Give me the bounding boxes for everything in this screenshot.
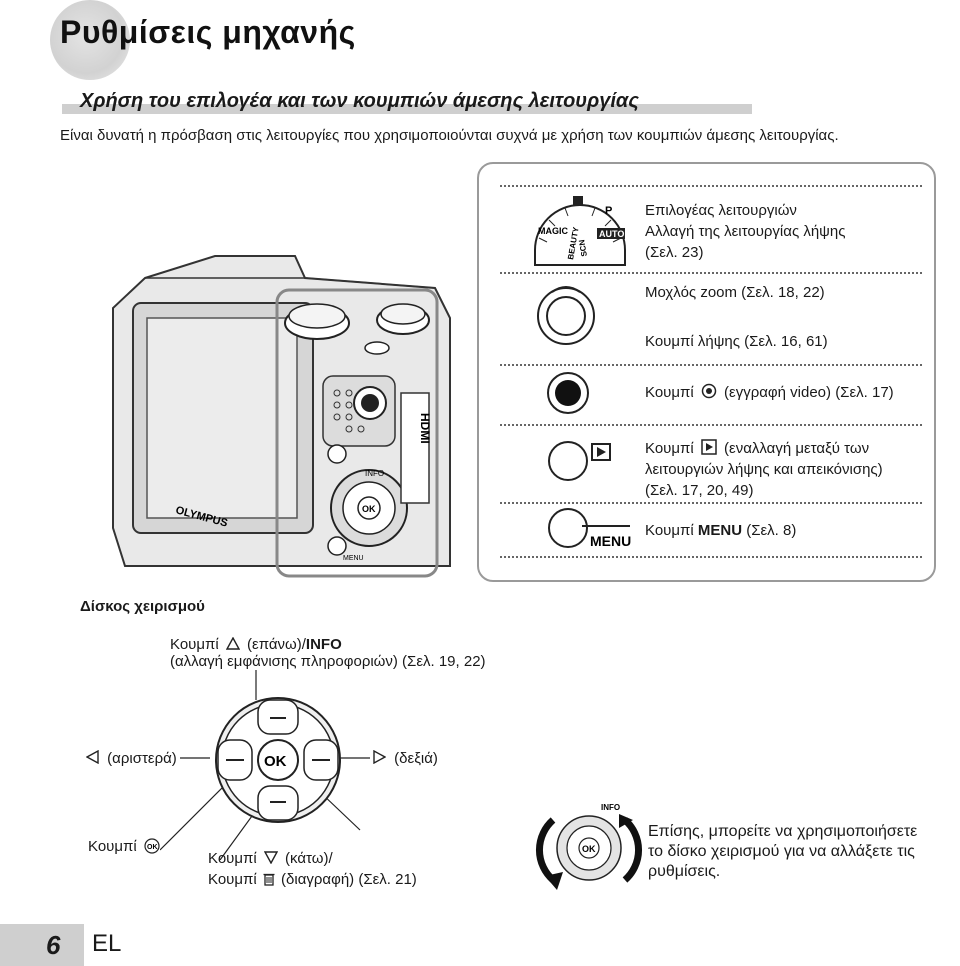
playback-button-illustration bbox=[548, 441, 611, 481]
video-button-illustration bbox=[547, 372, 589, 414]
menu-word: MENU bbox=[697, 522, 743, 539]
rotate-line-2: το δίσκο χειρισμού για να αλλάξετε τις bbox=[648, 843, 915, 860]
up-line-2: (αλλαγή εμφάνισης πληροφοριών) (Σελ. 19,… bbox=[170, 653, 486, 670]
down-suffix: (κάτω)/ bbox=[285, 850, 333, 867]
video-button-description: Κουμπί (εγγραφή video) (Σελ. 17) bbox=[645, 382, 894, 403]
up-triangle-icon bbox=[225, 636, 241, 650]
control-dial-illustration: OK bbox=[160, 670, 370, 860]
ok-icon: OK bbox=[144, 838, 160, 854]
page-language: EL bbox=[92, 930, 122, 957]
play-prefix: Κουμπί bbox=[645, 440, 694, 457]
down-prefix: Κουμπί bbox=[208, 850, 257, 867]
mode-dial-line-1: Επιλογέας λειτουργιών bbox=[645, 202, 797, 219]
trash-suffix: (διαγραφή) (Σελ. 21) bbox=[281, 871, 417, 888]
dial-p-label: P bbox=[605, 205, 612, 217]
record-icon bbox=[701, 383, 717, 399]
mode-dial-line-2: Αλλαγή της λειτουργίας λήψης bbox=[645, 223, 846, 240]
play-line-2: λειτουργιών λήψης και απεικόνισης) bbox=[645, 461, 883, 478]
menu-button-description: Κουμπί MENU (Σελ. 8) bbox=[645, 520, 796, 541]
menu-prefix: Κουμπί bbox=[645, 522, 694, 539]
subheading-underline bbox=[62, 104, 752, 114]
zoom-lever-illustration bbox=[537, 286, 595, 345]
dial-auto-label: AUTO bbox=[599, 229, 624, 239]
intro-text: Είναι δυνατή η πρόσβαση στις λειτουργίες… bbox=[60, 127, 839, 144]
rotate-line-3: ρυθμίσεις. bbox=[648, 863, 721, 880]
trash-icon bbox=[263, 873, 275, 886]
rotate-dial-description: Επίσης, μπορείτε να χρησιμοποιήσετε το δ… bbox=[648, 822, 917, 882]
camera-hdmi-label: HDMI bbox=[418, 413, 432, 444]
dotted-divider bbox=[500, 272, 922, 274]
section-subheading: Χρήση του επιλογέα και των κουμπιών άμεσ… bbox=[80, 90, 639, 112]
playback-icon bbox=[701, 439, 717, 455]
ok-button-description: Κουμπί OK bbox=[88, 838, 160, 855]
title-decoration-circle bbox=[50, 0, 130, 80]
dotted-divider bbox=[500, 364, 922, 366]
video-suffix: (εγγραφή video) (Σελ. 17) bbox=[724, 384, 894, 401]
up-info: INFO bbox=[305, 636, 342, 653]
mode-dial-line-3: (Σελ. 23) bbox=[645, 244, 704, 261]
camera-illustration: OK INFO MENU HDMI OLYMPUS bbox=[112, 255, 451, 578]
dotted-divider bbox=[500, 502, 922, 504]
camera-menu-label: MENU bbox=[343, 555, 364, 562]
up-prefix: Κουμπί bbox=[170, 636, 219, 653]
rotate-dial-illustration: OK INFO bbox=[536, 803, 642, 890]
menu-button-label: MENU bbox=[590, 533, 631, 549]
rotate-info-label: INFO bbox=[601, 803, 620, 812]
dial-magic-label: MAGIC bbox=[538, 226, 568, 236]
control-dial-heading: Δίσκος χειρισμού bbox=[80, 598, 205, 615]
dpad-ok-label: OK bbox=[264, 753, 287, 770]
rotate-line-1: Επίσης, μπορείτε να χρησιμοποιήσετε bbox=[648, 823, 918, 840]
menu-button-illustration: MENU bbox=[548, 508, 631, 549]
dotted-divider bbox=[500, 556, 922, 558]
left-button-description: (αριστερά) bbox=[85, 749, 177, 767]
camera-ok-label: OK bbox=[362, 504, 376, 514]
dotted-divider bbox=[500, 185, 922, 187]
right-label: (δεξιά) bbox=[394, 750, 438, 767]
menu-suffix: (Σελ. 8) bbox=[746, 522, 797, 539]
shutter-button-description: Κουμπί λήψης (Σελ. 16, 61) bbox=[645, 333, 828, 350]
dial-scn-label: SCN bbox=[577, 239, 589, 257]
down-button-description: Κουμπί (κάτω)/ Κουμπί (διαγραφή) (Σελ. 2… bbox=[208, 848, 417, 890]
down-triangle-icon bbox=[263, 851, 279, 865]
video-prefix: Κουμπί bbox=[645, 384, 694, 401]
ok-icon-label: OK bbox=[147, 844, 158, 851]
mode-dial-description: Επιλογέας λειτουργιών Αλλαγή της λειτουρ… bbox=[645, 200, 845, 263]
play-suffix: (εναλλαγή μεταξύ των bbox=[724, 440, 870, 457]
left-triangle-icon bbox=[85, 749, 99, 765]
left-label: (αριστερά) bbox=[107, 750, 177, 767]
zoom-lever-description: Μοχλός zoom (Σελ. 18, 22) bbox=[645, 284, 825, 301]
page-title: Ρυθμίσεις μηχανής bbox=[60, 14, 356, 50]
right-triangle-icon bbox=[373, 749, 387, 765]
dotted-divider bbox=[500, 424, 922, 426]
up-suffix: (επάνω)/ bbox=[247, 636, 306, 653]
mode-dial-illustration: MAGIC BEAUTY SCN AUTO P bbox=[534, 196, 626, 266]
ok-prefix: Κουμπί bbox=[88, 838, 137, 855]
trash-prefix: Κουμπί bbox=[208, 871, 257, 888]
camera-info-label: INFO bbox=[365, 469, 384, 478]
page-number: 6 bbox=[46, 930, 61, 960]
controls-callout-panel bbox=[477, 162, 936, 582]
play-line-3: (Σελ. 17, 20, 49) bbox=[645, 482, 754, 499]
footer-band bbox=[0, 924, 84, 966]
playback-button-description: Κουμπί (εναλλαγή μεταξύ των λειτουργιών … bbox=[645, 438, 883, 501]
up-button-description: Κουμπί (επάνω)/INFO (αλλαγή εμφάνισης πλ… bbox=[170, 636, 486, 670]
rotate-ok-label: OK bbox=[582, 844, 596, 854]
right-button-description: (δεξιά) bbox=[373, 749, 438, 767]
